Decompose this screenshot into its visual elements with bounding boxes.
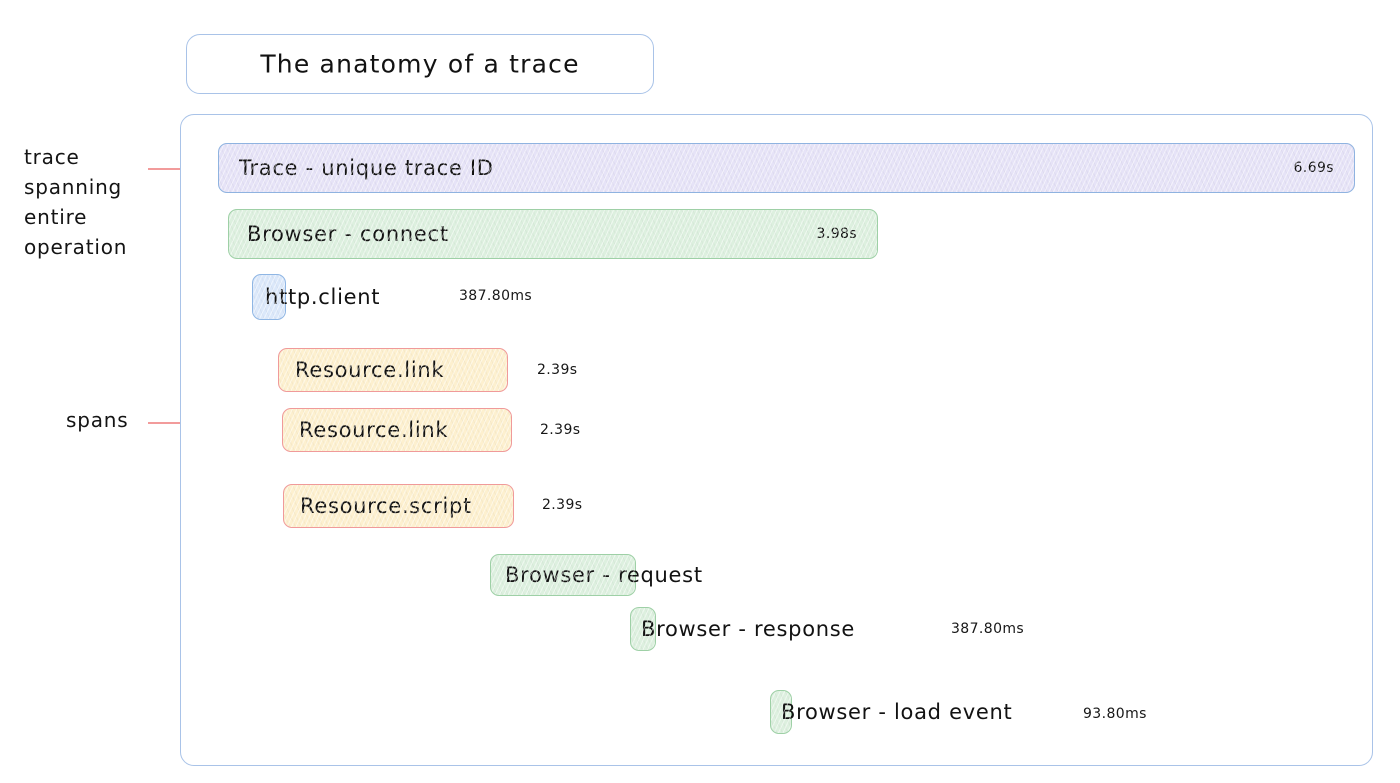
span-label-browser-load-event: Browser - load event [781, 700, 1013, 724]
span-duration-resource-link-2: 2.39s [540, 422, 581, 438]
span-bar-http-client[interactable]: http.client [252, 274, 379, 320]
span-bar-browser-connect[interactable]: Browser - connect 3.98s [228, 209, 878, 259]
page-title: The anatomy of a trace [260, 49, 580, 79]
span-label-http-client: http.client [265, 285, 381, 309]
span-bar-browser-response[interactable]: Browser - response [630, 607, 854, 651]
span-label-browser-response: Browser - response [641, 617, 856, 641]
span-label-resource-link-2: Resource.link [299, 418, 449, 442]
span-bar-browser-request[interactable]: Browser - request [490, 554, 702, 596]
span-duration-http-client: 387.80ms [459, 288, 533, 304]
span-bar-resource-link-2[interactable]: Resource.link [282, 408, 512, 452]
span-bar-trace[interactable]: Trace - unique trace ID 6.69s [218, 143, 1355, 193]
title-card: The anatomy of a trace [186, 34, 654, 94]
span-label-resource-script: Resource.script [300, 494, 472, 518]
span-duration-resource-link-1: 2.39s [537, 362, 578, 378]
span-duration-resource-script: 2.39s [542, 497, 583, 513]
span-bar-resource-link-1[interactable]: Resource.link [278, 348, 508, 392]
span-duration-browser-connect: 3.98s [816, 226, 857, 242]
span-bar-browser-load-event[interactable]: Browser - load event [770, 690, 1012, 734]
span-bar-resource-script[interactable]: Resource.script [283, 484, 514, 528]
span-label-browser-request: Browser - request [505, 563, 703, 587]
span-duration-trace: 6.69s [1293, 160, 1334, 176]
span-duration-browser-response: 387.80ms [951, 621, 1025, 637]
trace-annotation-label: trace spanning entire operation [24, 145, 128, 259]
spans-annotation-label: spans [66, 408, 129, 432]
span-duration-browser-load-event: 93.80ms [1083, 706, 1147, 722]
span-label-resource-link-1: Resource.link [295, 358, 445, 382]
span-label-browser-connect: Browser - connect [247, 222, 449, 246]
span-label-trace: Trace - unique trace ID [239, 156, 494, 180]
